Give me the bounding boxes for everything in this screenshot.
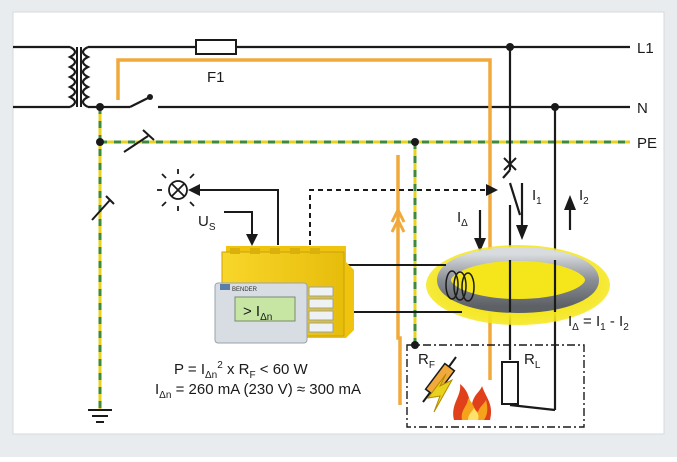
fault-return-path — [396, 155, 402, 405]
transformer-icon — [13, 45, 91, 109]
fault-current-path — [116, 58, 492, 380]
control-arrow — [486, 184, 498, 196]
fault-enclosure — [406, 344, 585, 428]
idelta-formula: IΔ = I1 - I2 — [568, 313, 629, 333]
ground-icon — [88, 409, 112, 423]
n-label: N — [637, 100, 648, 117]
pe-label: PE — [637, 135, 657, 152]
fire-icon — [453, 384, 492, 420]
power-equation: P = IΔn2 x RF < 60 W — [174, 360, 309, 381]
relay-brand: BENDER — [232, 287, 258, 293]
n-switch-pivot — [147, 94, 153, 100]
rf-label: RF — [418, 351, 435, 371]
l1-label: L1 — [637, 40, 654, 57]
current-arrows — [474, 183, 576, 252]
fuse-label: F1 — [207, 69, 225, 86]
supply-arrow — [246, 234, 258, 246]
switch-cross — [503, 157, 517, 171]
relay-icon — [214, 246, 354, 344]
current-equation: IΔn = 260 mA (230 V) ≈ 300 mA — [155, 381, 361, 401]
control-dashed-line — [309, 189, 488, 245]
lamp-signal-line — [198, 189, 279, 245]
supply-line — [224, 211, 253, 238]
lamp-signal-arrow — [188, 184, 200, 196]
lamp-icon — [157, 169, 195, 211]
idelta-label: IΔ — [457, 209, 468, 229]
fault-up-arrow — [390, 206, 406, 233]
supply-label: US — [198, 213, 216, 233]
ct-leads — [348, 264, 462, 313]
i1-label: I1 — [532, 187, 542, 207]
lightning-icon — [426, 373, 454, 413]
fault-resistor — [422, 356, 457, 403]
rl-label: RL — [524, 351, 541, 371]
switch-lever — [508, 182, 522, 216]
load-resistor — [501, 361, 519, 405]
junctions — [96, 43, 559, 349]
frame — [12, 11, 665, 435]
current-transformer-icon — [426, 245, 610, 325]
i2-label: I2 — [579, 187, 589, 207]
relay-display: > IΔn — [243, 303, 272, 323]
pe-switch — [91, 129, 155, 221]
fuse-icon — [195, 39, 237, 55]
